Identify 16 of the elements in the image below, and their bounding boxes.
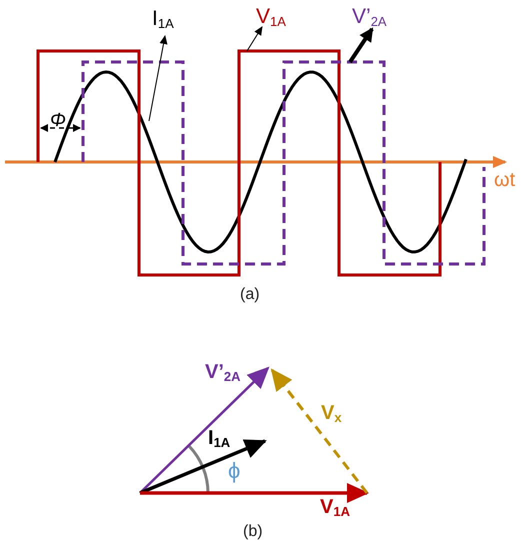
waveform-label: V$_{1A}$ (256, 6, 286, 27)
phasor-label: V$_{x}$ (321, 403, 342, 423)
waveform-label: I$_{1A}$ (152, 8, 174, 29)
axis-label: ωt (494, 170, 516, 190)
caption-label: (a) (240, 287, 260, 303)
dashed-square-waveform (82, 60, 486, 266)
phasor-label: V$_{1A}$ (320, 497, 350, 517)
leader-line (246, 26, 263, 52)
phasor-label: I$_{1A}$ (208, 428, 230, 448)
square-waveform (36, 50, 442, 276)
phase-label: Φ (50, 111, 66, 130)
waveform-label: V’$_{2A}$ (352, 6, 387, 27)
angle-label: ϕ (228, 460, 240, 482)
caption-label: (b) (243, 524, 263, 540)
phasor-label: V’$_{2A}$ (205, 362, 241, 382)
leader-line (348, 27, 374, 64)
